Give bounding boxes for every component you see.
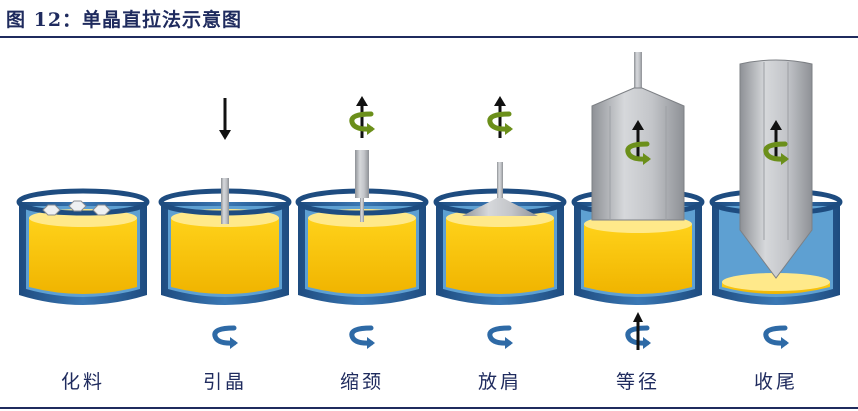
crucible-rotation-arrow (349, 325, 374, 346)
crucible-rim (16, 188, 150, 216)
stage-5: 等径 (571, 52, 705, 393)
crucible-rotation-arrow-head (781, 337, 789, 349)
seed-rotation-arrow-head (781, 153, 789, 165)
up-arrow-icon (633, 312, 643, 322)
crystal-shoulder (462, 198, 538, 216)
crucible-rotation-arrow-head (230, 337, 238, 349)
silicon-chunk (68, 200, 87, 212)
seed-rotation-arrow-head (643, 153, 651, 165)
stage-label: 等径 (616, 371, 660, 393)
silicon-melt (584, 224, 692, 294)
melt-surface (722, 273, 830, 291)
silicon-melt (446, 218, 554, 294)
seed-rotation-arrow (625, 141, 650, 162)
seed-rod (634, 52, 642, 90)
crystal-ingot (739, 59, 813, 279)
silicon-chunk (42, 204, 61, 216)
up-arrow-icon (632, 120, 644, 130)
seed-rotation-arrow-head (367, 123, 375, 135)
stage-label: 收尾 (754, 371, 798, 393)
neck (360, 198, 364, 222)
stage-3: 缩颈 (295, 96, 429, 393)
stage-4: 放肩 (433, 96, 567, 393)
seed-crystal (497, 162, 503, 200)
seed-rotation-arrow (763, 141, 788, 162)
title-bar: 图 12：单晶直拉法示意图 (0, 0, 858, 38)
crucible-rotation-arrow-head (643, 337, 651, 349)
bottom-rule (0, 407, 858, 409)
crucible-rotation-arrow-head (505, 337, 513, 349)
silicon-melt (29, 218, 137, 294)
crucible-rotation-arrow (212, 325, 237, 346)
seed-rotation-arrow (349, 111, 374, 132)
silicon-melt (171, 218, 279, 294)
stage-label: 缩颈 (340, 371, 384, 393)
seed-rotation-arrow-head (505, 123, 513, 135)
silicon-melt (308, 218, 416, 294)
seed-crystal (221, 178, 229, 224)
stage-label: 放肩 (478, 371, 522, 393)
stage-label: 化料 (61, 371, 105, 393)
stage-label: 引晶 (203, 371, 247, 393)
seed-crystal (355, 150, 369, 198)
crucible-rotation-arrow (763, 325, 788, 346)
crucible-rotation-arrow (487, 325, 512, 346)
crucible-rotation-arrow-head (367, 337, 375, 349)
up-arrow-icon (356, 96, 368, 106)
placeholder-head (88, 337, 96, 349)
up-arrow-icon (494, 96, 506, 106)
seed-rotation-arrow (487, 111, 512, 132)
stage-1: 化料 (16, 188, 150, 393)
down-arrow-icon (219, 130, 231, 140)
silicon-chunk (92, 204, 111, 216)
up-arrow-icon (770, 120, 782, 130)
stage-2: 引晶 (158, 98, 292, 393)
stage-6: 收尾 (709, 59, 843, 393)
figure-title: 图 12：单晶直拉法示意图 (6, 9, 243, 31)
czochralski-diagram: 化料 引晶 缩颈 放肩 等径 收尾 (16, 52, 843, 393)
